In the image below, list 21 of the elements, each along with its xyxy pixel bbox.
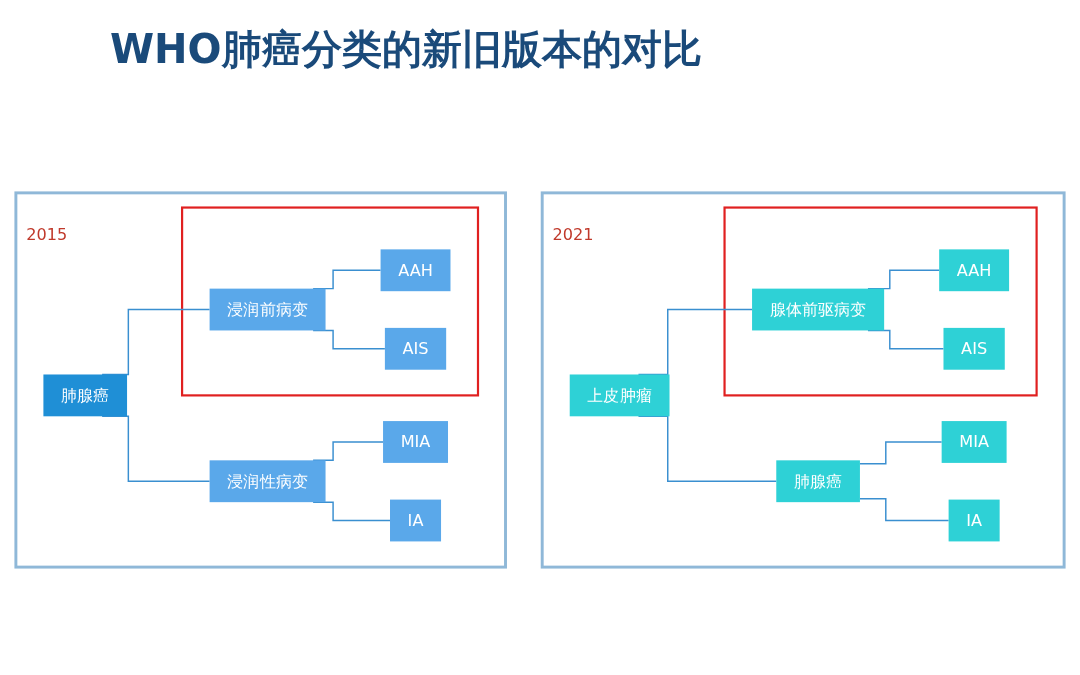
node-box: 浸润性病变	[209, 460, 326, 503]
node-box: 上皮肿瘤	[569, 374, 670, 417]
connector	[312, 329, 386, 350]
cluster	[181, 206, 480, 397]
node-box: 肺腺癌	[776, 460, 860, 503]
node-box: IA	[948, 499, 1000, 542]
node-box: 腺体前驱病变	[752, 288, 885, 331]
node-box: AAH	[939, 249, 1010, 292]
slide-title: WHO肺癌分类的新旧版本的对比	[110, 25, 702, 74]
node-box: 浸润前病变	[209, 288, 326, 331]
node-box: 肺腺癌	[43, 374, 128, 417]
node-box: AIS	[943, 327, 1005, 370]
connector	[867, 329, 945, 350]
node-box: IA	[390, 499, 442, 542]
connector	[859, 498, 950, 522]
connector	[859, 441, 943, 465]
node-box: AIS	[384, 327, 447, 370]
node-box: AAH	[380, 249, 451, 292]
node-box: MIA	[941, 421, 1007, 463]
node-box: MIA	[383, 421, 448, 463]
cluster	[723, 206, 1038, 397]
